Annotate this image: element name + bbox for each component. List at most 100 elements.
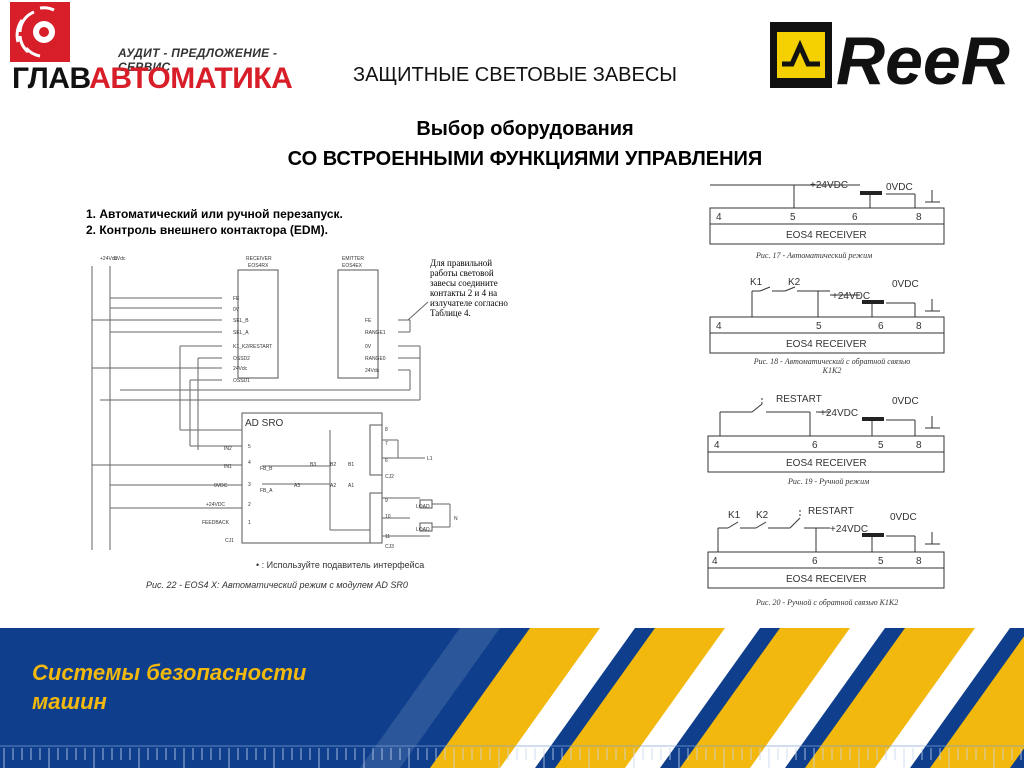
mini-label: 0VDC xyxy=(886,182,913,193)
module-pin: 11 xyxy=(385,534,390,540)
connector-label: CJ3 xyxy=(385,544,394,550)
diagram-manual-k1k2: K1 K2 RESTART +24VDC 0VDC 4 6 5 8 EOS4 R… xyxy=(707,506,945,607)
company-name: ГЛАВАВТОМАТИКА xyxy=(12,62,293,95)
mini-label: +24VDC xyxy=(810,180,848,191)
mini-pin: 8 xyxy=(916,556,922,567)
relay-label: B1 xyxy=(348,462,354,468)
output-label: LOAD xyxy=(416,527,430,533)
receiver-pin: OSSD1 xyxy=(233,378,250,384)
module-pin: 9 xyxy=(385,498,388,504)
mini-pin: 6 xyxy=(878,321,884,332)
mini-contact: RESTART xyxy=(808,506,854,517)
relay-label: FB_A xyxy=(260,488,273,494)
mini-pin: 4 xyxy=(716,212,722,223)
module-input: FEEDBACK xyxy=(202,520,230,526)
module-pin: 5 xyxy=(248,444,251,450)
mini-pin: 5 xyxy=(878,440,884,451)
diagram-auto: +24VDC 0VDC 4 5 6 8 EOS4 RECEIVER Рис. 1… xyxy=(709,180,945,260)
module-pin: 7 xyxy=(385,441,388,447)
relay-label: A1 xyxy=(348,483,354,489)
receiver-pin: SEL_B xyxy=(233,318,249,324)
banner-text: Системы безопасности машин xyxy=(32,658,306,716)
receiver-pin: 24Vdc xyxy=(233,366,248,372)
module-pin: 3 xyxy=(248,482,251,488)
receiver-pin: OSSD2 xyxy=(233,356,250,362)
stripe-pattern-icon xyxy=(0,628,1024,768)
list-item: 2. Контроль внешнего контактора (EDM). xyxy=(86,223,328,237)
mini-pin: 4 xyxy=(712,556,718,567)
mini-caption: Рис. 20 - Ручной с обратной связью K1K2 xyxy=(755,598,898,607)
mini-pin: 6 xyxy=(812,556,818,567)
receiver-pin: FE xyxy=(233,296,240,302)
mini-contact: K2 xyxy=(788,277,801,288)
mini-label: +24VDC xyxy=(830,524,868,535)
company-logo-icon xyxy=(10,2,70,62)
mini-pin: 4 xyxy=(714,440,720,451)
mini-contact: RESTART xyxy=(776,394,822,405)
footer-banner: Системы безопасности машин xyxy=(0,628,1024,768)
module-input: 0VDC xyxy=(214,483,228,489)
relay-label: A2 xyxy=(330,483,336,489)
page-title: ЗАЩИТНЫЕ СВЕТОВЫЕ ЗАВЕСЫ xyxy=(353,64,677,86)
wiring-diagram: +24Vdc 0Vdc RECEIVER EOS4RX EMITTER EOS4… xyxy=(91,256,508,590)
mini-pin: 4 xyxy=(716,321,722,332)
module-pin: 10 xyxy=(385,514,391,520)
mini-contact: K2 xyxy=(756,510,769,521)
page-subtitle: Выбор оборудования СО ВСТРОЕННЫМИ ФУНКЦИ… xyxy=(287,118,763,170)
mini-contact: K1 xyxy=(728,510,741,521)
emitter-label: EMITTER xyxy=(342,256,364,262)
mini-pin: 6 xyxy=(852,212,858,223)
diagram-manual: RESTART +24VDC 0VDC 4 6 5 8 EOS4 RECEIVE… xyxy=(707,394,945,486)
company-tagline: АУДИТ - ПРЕДЛОЖЕНИЕ - СЕРВИС xyxy=(118,46,278,74)
mini-device: EOS4 RECEIVER xyxy=(786,574,867,585)
diagram-auto-k1k2: K1 K2 +24VDC 0VDC 4 5 6 8 EOS4 RECEIVER … xyxy=(709,277,945,375)
mini-device: EOS4 RECEIVER xyxy=(786,230,867,241)
module-pin: 2 xyxy=(248,502,251,508)
mini-caption: Рис. 19 - Ручной режим xyxy=(787,477,869,486)
list-item: 1. Автоматический или ручной перезапуск. xyxy=(86,207,343,221)
mini-label: 0VDC xyxy=(892,396,919,407)
reer-logo-icon: ReeR xyxy=(770,22,1010,99)
receiver-pin: K1_K2/RESTART xyxy=(233,344,272,350)
rail-label: 0Vdc xyxy=(114,256,126,262)
module-input: +24VDC xyxy=(206,502,225,508)
emitter-model: EOS4EX xyxy=(342,263,363,269)
module-pin: 8 xyxy=(385,427,388,433)
module-input: IN1 xyxy=(224,464,232,470)
rail-label: +24Vdc xyxy=(100,256,118,262)
module-name: AD SRO xyxy=(245,418,284,429)
emitter-pin: RANGE1 xyxy=(365,330,386,336)
mini-pin: 8 xyxy=(916,440,922,451)
wiring-caption: Рис. 22 - EOS4 X: Автоматический режим с… xyxy=(146,580,408,590)
receiver-pin: 0V xyxy=(233,307,240,313)
mini-label: 0VDC xyxy=(890,512,917,523)
emitter-pin: 0V xyxy=(365,344,372,350)
receiver-pin: SEL_A xyxy=(233,330,249,336)
mini-caption: Рис. 18 - Автоматический с обратной связ… xyxy=(753,357,911,375)
module-pin: 1 xyxy=(248,520,251,526)
module-pin: 6 xyxy=(385,458,388,464)
receiver-label: RECEIVER xyxy=(246,256,272,262)
connector-label: CJ1 xyxy=(225,538,234,544)
relay-label: FB_B xyxy=(260,466,273,472)
output-label: N xyxy=(454,516,458,522)
output-label: LOAD xyxy=(416,504,430,510)
mini-pin: 5 xyxy=(878,556,884,567)
output-label: L1 xyxy=(427,456,433,462)
receiver-model: EOS4RX xyxy=(248,263,269,269)
partner-logo: ReeR xyxy=(770,22,1010,99)
mini-contact: K1 xyxy=(750,277,763,288)
feature-list: 1. Автоматический или ручной перезапуск.… xyxy=(86,206,343,238)
relay-label: B2 xyxy=(330,462,336,468)
mini-pin: 8 xyxy=(916,212,922,223)
relay-label: B3 xyxy=(310,462,316,468)
mini-pin: 5 xyxy=(790,212,796,223)
wiring-note: Для правильной работы световой завесы со… xyxy=(430,258,508,318)
partner-logo-text: ReeR xyxy=(836,23,1010,90)
banner-line2: машин xyxy=(32,689,107,714)
mini-pin: 6 xyxy=(812,440,818,451)
mini-device: EOS4 RECEIVER xyxy=(786,339,867,350)
mini-caption: Рис. 17 - Автоматический режим xyxy=(755,251,872,260)
banner-line1: Системы безопасности xyxy=(32,660,307,685)
mini-label: 0VDC xyxy=(892,279,919,290)
